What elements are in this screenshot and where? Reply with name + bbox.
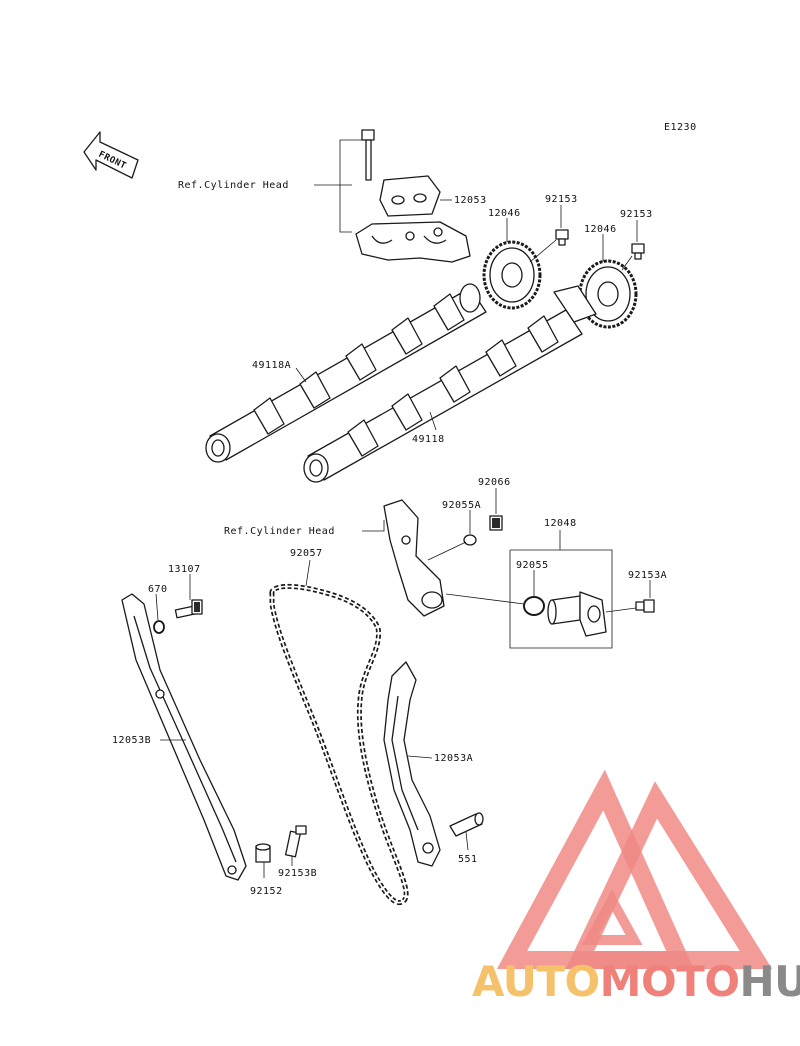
watermark-hub: HUB [740, 957, 800, 1006]
camshaft-intake [303, 285, 597, 483]
cam-sprocket-left [482, 240, 542, 310]
label-ref-cylinder-head-top: Ref.Cylinder Head [178, 180, 289, 191]
label-12053A: 12053A [434, 753, 473, 764]
label-49118: 49118 [412, 434, 445, 445]
cam-chain-tensioner [547, 591, 607, 637]
label-92153-a: 92153 [545, 194, 578, 205]
label-92152: 92152 [250, 886, 283, 897]
watermark-moto: MOTO [600, 957, 740, 1006]
label-92153A: 92153A [628, 570, 667, 581]
chain-guide-12053A [383, 661, 441, 867]
cam-chain [269, 583, 409, 906]
diagram-code: E1230 [664, 122, 697, 133]
label-92066: 92066 [478, 477, 511, 488]
tensioner-bracket [383, 499, 445, 617]
front-arrow-icon: FRONT [83, 131, 139, 179]
sprocket-bolt-left [555, 229, 569, 246]
camshaft-exhaust [205, 283, 487, 463]
cam-holder-bolt [361, 129, 375, 181]
label-12046-b: 12046 [584, 224, 617, 235]
label-92057: 92057 [290, 548, 323, 559]
label-92055: 92055 [516, 560, 549, 571]
label-13107: 13107 [168, 564, 201, 575]
label-ref-cylinder-head-mid: Ref.Cylinder Head [224, 526, 335, 537]
watermark-text: AUTOMOTOHUB [472, 957, 800, 1006]
guide-bolt-92153B [284, 825, 307, 858]
tensioner-cap-bolt [489, 515, 503, 531]
tensioner-bolt-92153A [635, 599, 655, 613]
label-12053B: 12053B [112, 735, 151, 746]
watermark-logo-icon [496, 769, 773, 969]
o-ring-92055A [463, 534, 477, 546]
o-ring-670 [153, 620, 165, 634]
label-12046-a: 12046 [488, 208, 521, 219]
label-92153B: 92153B [278, 868, 317, 879]
label-92153-b: 92153 [620, 209, 653, 220]
label-670: 670 [148, 584, 168, 595]
sprocket-bolt-right [631, 243, 645, 260]
label-12053: 12053 [454, 195, 487, 206]
dowel-pin-551 [449, 812, 484, 837]
camshaft-cap [379, 175, 441, 217]
chain-guide-12053B [121, 593, 247, 881]
guide-bolt-13107 [174, 599, 203, 619]
o-ring-92055 [523, 596, 545, 616]
label-92055A: 92055A [442, 500, 481, 511]
label-49118A: 49118A [252, 360, 291, 371]
label-551: 551 [458, 854, 478, 865]
watermark-auto: AUTO [472, 957, 600, 1006]
camshaft-holder [355, 221, 471, 263]
label-12048: 12048 [544, 518, 577, 529]
collar-92152 [255, 843, 271, 863]
